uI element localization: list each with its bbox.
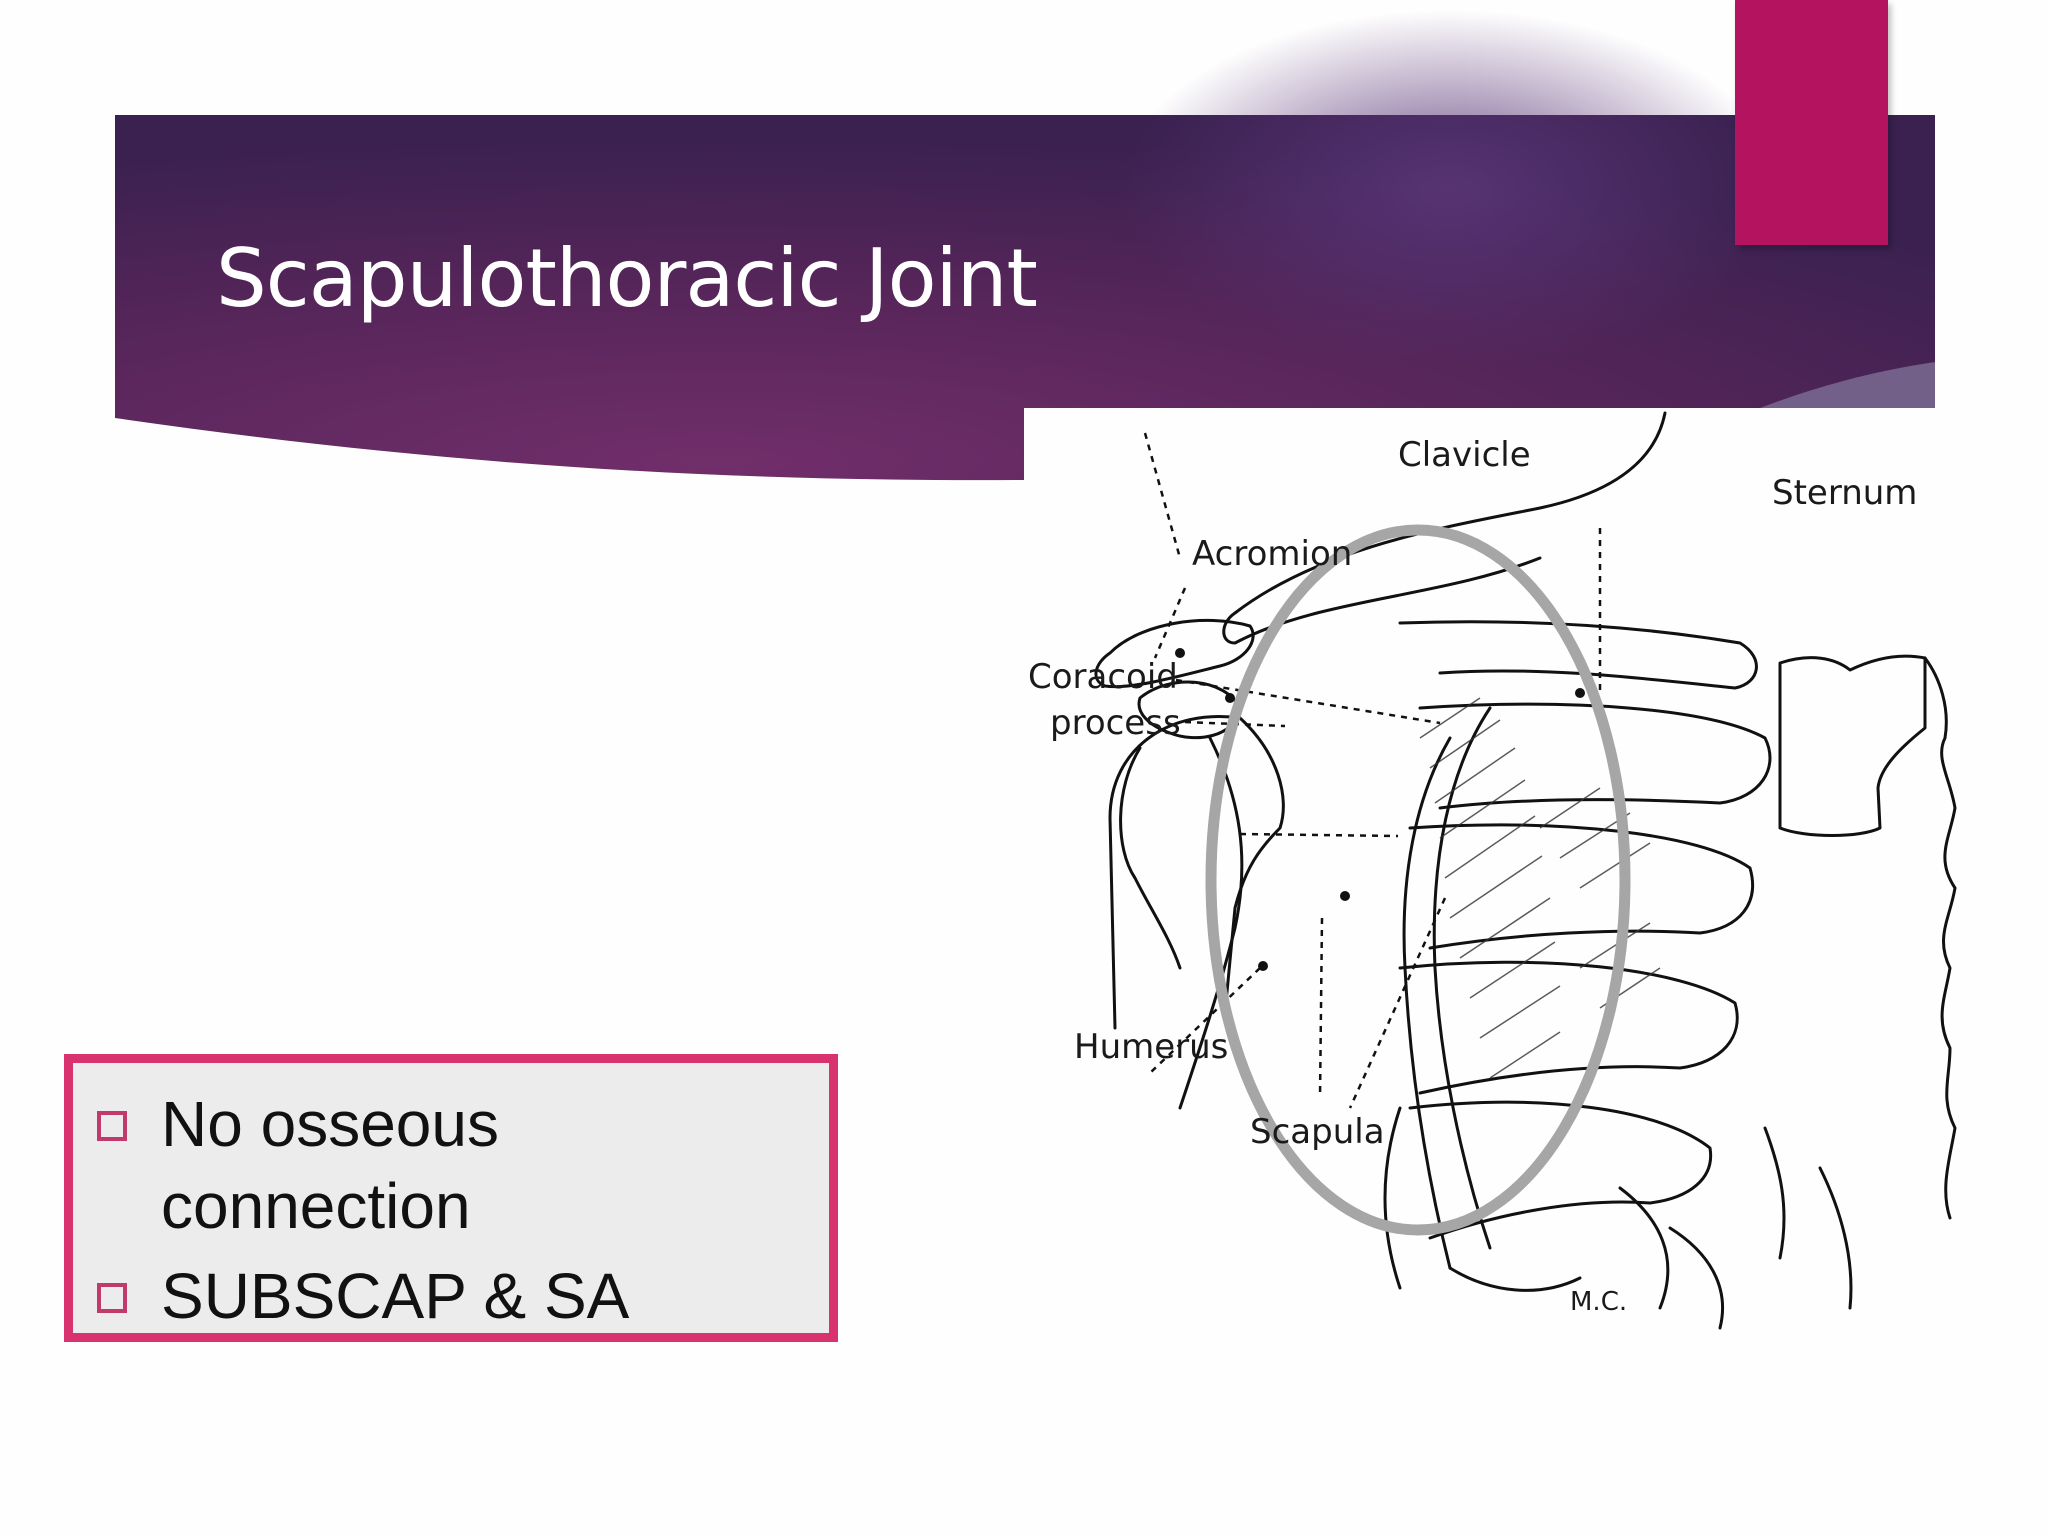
hollow-square-icon (97, 1283, 127, 1313)
coracoid-label-line1: Coracoid (1028, 657, 1178, 697)
acromion-label: Acromion (1192, 534, 1352, 574)
bullet-text: SUBSCAP & SA (161, 1260, 630, 1332)
rib-5 (1408, 1100, 1713, 1240)
rib-4 (1398, 960, 1739, 1095)
shoulder-anatomy-diagram: Clavicle Sternum Acromion Coracoid proce… (1028, 411, 1957, 1330)
rib-2 (1418, 702, 1772, 810)
clavicle-label: Clavicle (1398, 435, 1531, 475)
coracoid-label-line2: process (1050, 703, 1181, 743)
clavicle-bone (1233, 411, 1667, 615)
callout-box: No osseous connection SUBSCAP & SA (64, 1054, 838, 1342)
list-item: No osseous connection (97, 1083, 809, 1247)
bullet-text: No osseous connection (161, 1088, 499, 1242)
sternum-label: Sternum (1772, 473, 1917, 513)
list-item: SUBSCAP & SA (97, 1255, 809, 1337)
scapula-label: Scapula (1250, 1112, 1385, 1152)
signature-label: M.C. (1570, 1287, 1627, 1317)
scapula-bone (1119, 736, 1244, 1110)
acromion-bone (1094, 618, 1255, 689)
humerus-label: Humerus (1074, 1027, 1228, 1067)
slide-title: Scapulothoracic Joint (216, 232, 1038, 325)
title-banner (115, 10, 1935, 481)
hollow-square-icon (97, 1111, 127, 1141)
humerus-bone (1108, 715, 1285, 1030)
scapulothoracic-highlight-ellipse (1205, 524, 1631, 1236)
bullet-list: No osseous connection SUBSCAP & SA (97, 1083, 809, 1345)
accent-tab (1735, 0, 1888, 245)
sternum-bone (1778, 654, 1927, 837)
rib-3 (1408, 823, 1755, 950)
